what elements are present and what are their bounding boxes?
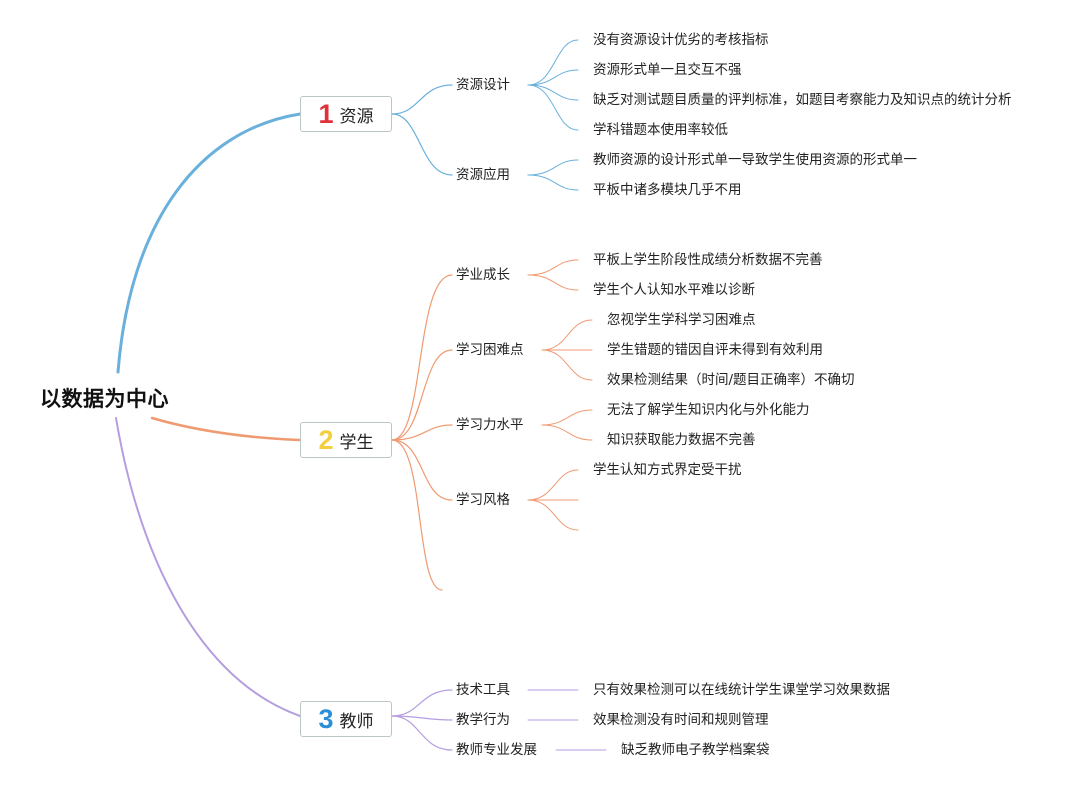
- leaf-item[interactable]: 效果检测没有时间和规则管理: [593, 712, 769, 728]
- branch-students[interactable]: 2 学生: [300, 422, 392, 458]
- leaf-item[interactable]: 学生错题的错因自评未得到有效利用: [607, 342, 823, 358]
- root-topic[interactable]: 以数据为中心: [40, 387, 169, 411]
- branch-label: 教师: [339, 711, 374, 732]
- leaf-item[interactable]: 无法了解学生知识内化与外化能力: [607, 402, 810, 418]
- branch-label: 资源: [339, 106, 374, 127]
- subtopic-academic-growth[interactable]: 学业成长: [456, 267, 510, 283]
- branch-label: 学生: [339, 432, 374, 453]
- leaf-item[interactable]: 忽视学生学科学习困难点: [607, 312, 756, 328]
- leaf-item[interactable]: 教师资源的设计形式单一导致学生使用资源的形式单一: [593, 152, 917, 168]
- leaf-item[interactable]: 只有效果检测可以在线统计学生课堂学习效果数据: [593, 682, 890, 698]
- leaf-item[interactable]: 缺乏教师电子教学档案袋: [621, 742, 770, 758]
- subtopic-learning-ability[interactable]: 学习力水平: [456, 417, 524, 433]
- leaf-item[interactable]: 知识获取能力数据不完善: [607, 432, 756, 448]
- branch-number-badge: 2: [318, 424, 334, 455]
- leaf-item[interactable]: 缺乏对测试题目质量的评判标准，如题目考察能力及知识点的统计分析: [593, 92, 1012, 108]
- leaf-item[interactable]: 学科错题本使用率较低: [593, 122, 728, 138]
- root-link-resources: [116, 112, 302, 374]
- branch-teachers[interactable]: 3 教师: [300, 701, 392, 737]
- subtopic-professional-development[interactable]: 教师专业发展: [456, 742, 537, 758]
- root-link-teachers: [115, 417, 301, 717]
- leaf-item[interactable]: 学生认知方式界定受干扰: [593, 462, 742, 478]
- subtopic-learning-difficulties[interactable]: 学习困难点: [456, 342, 524, 358]
- branch-number-badge: 3: [318, 703, 334, 734]
- leaf-item[interactable]: 平板中诸多模块几乎不用: [593, 182, 742, 198]
- branch-number-badge: 1: [318, 98, 334, 129]
- subtopic-learning-style[interactable]: 学习风格: [456, 492, 510, 508]
- leaf-item[interactable]: 资源形式单一且交互不强: [593, 62, 742, 78]
- root-link-students: [150, 416, 302, 442]
- leaf-item[interactable]: 平板上学生阶段性成绩分析数据不完善: [593, 252, 823, 268]
- subtopic-teaching-behavior[interactable]: 教学行为: [456, 712, 510, 728]
- subtopic-tech-tools[interactable]: 技术工具: [456, 682, 510, 698]
- leaf-item[interactable]: 学生个人认知水平难以诊断: [593, 282, 755, 298]
- subtopic-resource-design[interactable]: 资源设计: [456, 77, 510, 93]
- leaf-item[interactable]: 没有资源设计优劣的考核指标: [593, 32, 769, 48]
- subtopic-resource-application[interactable]: 资源应用: [456, 167, 510, 183]
- branch-resources[interactable]: 1 资源: [300, 96, 392, 132]
- leaf-item[interactable]: 效果检测结果（时间/题目正确率）不确切: [607, 372, 855, 388]
